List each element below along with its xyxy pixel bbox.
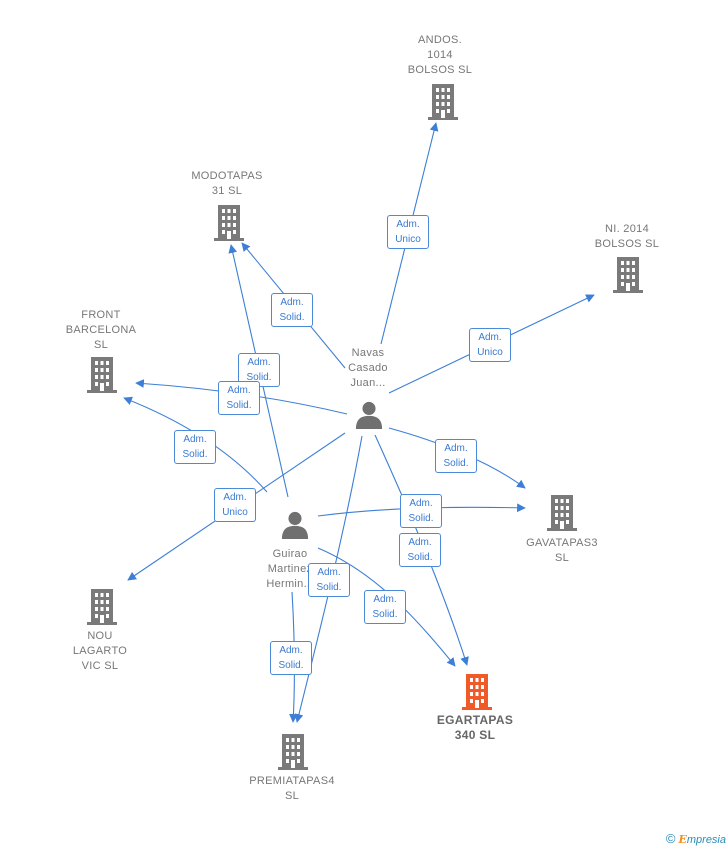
building-icon[interactable]: [428, 84, 458, 120]
edge-label: Adm. Solid.: [271, 293, 313, 327]
building-icon[interactable]: [87, 357, 117, 393]
edge-label: Adm. Solid.: [364, 590, 406, 624]
company-label-ni2014[interactable]: NI. 2014 BOLSOS SL: [594, 223, 660, 250]
edge-label: Adm. Solid.: [435, 439, 477, 473]
company-label-egartapas[interactable]: EGARTAPAS 340 SL: [436, 713, 514, 742]
brand-name: mpresia: [686, 834, 726, 846]
edge-label: Adm. Solid.: [270, 641, 312, 675]
edge-label: Adm. Solid.: [218, 381, 260, 415]
person-icons: [281, 401, 383, 539]
building-icon-highlighted[interactable]: [462, 674, 492, 710]
person-icon[interactable]: [355, 401, 383, 429]
edge-label: Adm. Solid.: [308, 563, 350, 597]
company-label-nou[interactable]: NOU LAGARTO VIC SL: [72, 630, 128, 672]
company-label-modotapas[interactable]: MODOTAPAS 31 SL: [191, 170, 263, 197]
building-icon[interactable]: [613, 257, 643, 293]
edge-label: Adm. Unico: [469, 328, 511, 362]
edge-label: Adm. Solid.: [399, 533, 441, 567]
edge-label: Adm. Solid.: [174, 430, 216, 464]
company-label-gavatapas[interactable]: GAVATAPAS3 SL: [526, 537, 598, 564]
person-label-navas[interactable]: Navas Casado Juan...: [348, 347, 388, 389]
copyright-icon: ©: [665, 831, 676, 846]
building-icon[interactable]: [214, 205, 244, 241]
company-label-front[interactable]: FRONT BARCELONA SL: [65, 309, 137, 351]
edge-label: Adm. Unico: [387, 215, 429, 249]
company-label-andos[interactable]: ANDOS. 1014 BOLSOS SL: [407, 34, 473, 76]
person-icon[interactable]: [281, 511, 309, 539]
building-icon[interactable]: [278, 734, 308, 770]
person-label-guirao[interactable]: Guirao Martinez Hermin...: [266, 548, 314, 590]
empresia-watermark: © Empresia: [666, 831, 726, 846]
building-icon[interactable]: [547, 495, 577, 531]
edge-label: Adm. Unico: [214, 488, 256, 522]
company-label-premiatapas[interactable]: PREMIATAPAS4 SL: [249, 775, 335, 802]
edge-label: Adm. Solid.: [400, 494, 442, 528]
building-icon[interactable]: [87, 589, 117, 625]
brand-initial: E: [678, 833, 687, 846]
